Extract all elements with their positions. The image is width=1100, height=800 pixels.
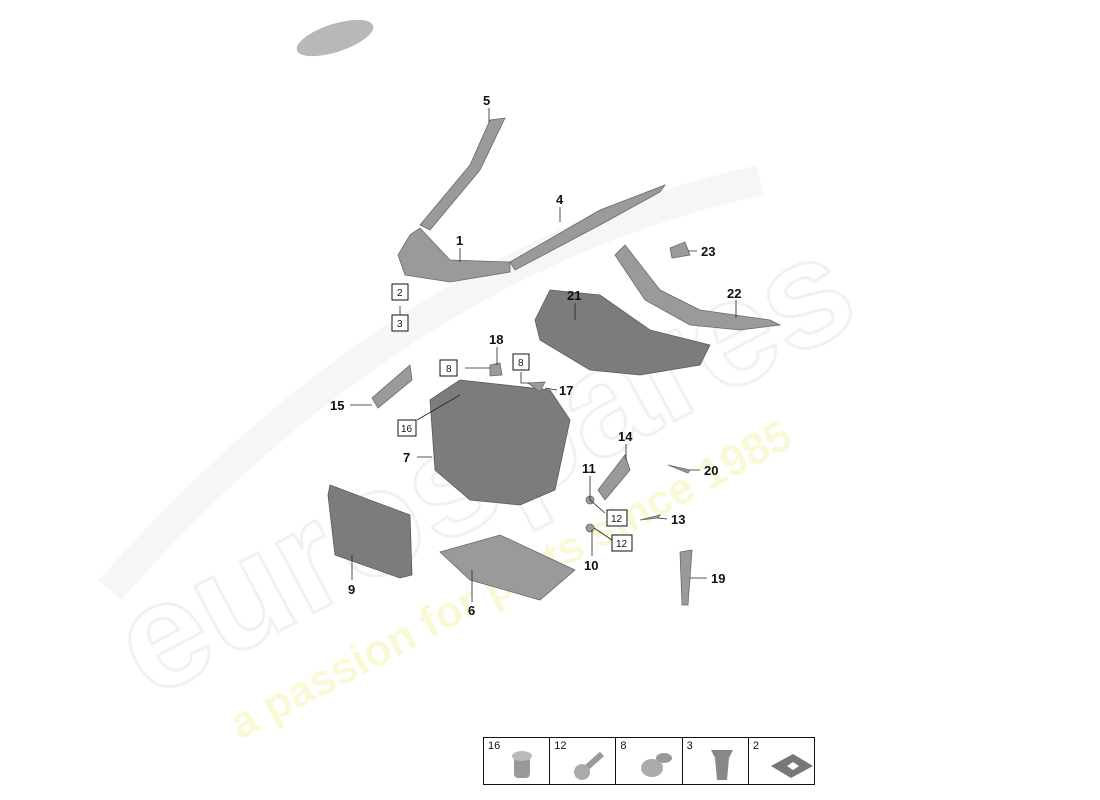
part-20 xyxy=(667,464,691,474)
part-23 xyxy=(669,241,691,259)
pad-icon xyxy=(770,754,813,778)
expanding-clip-icon xyxy=(710,750,733,780)
boxed-ref-16: 16 xyxy=(401,424,413,435)
callout-9: 9 xyxy=(348,582,355,597)
part-13 xyxy=(639,514,661,521)
callout-13: 13 xyxy=(671,512,685,527)
fastener-legend: 16 12 8 3 2 xyxy=(483,737,815,785)
callout-20: 20 xyxy=(704,463,718,478)
callout-19: 19 xyxy=(711,571,725,586)
boxed-refs: 2 3 8 8 16 12 12 xyxy=(391,283,633,552)
leader-lines xyxy=(350,108,737,602)
callout-21: 21 xyxy=(567,288,581,303)
callout-5: 5 xyxy=(483,93,490,108)
car-thumbnail xyxy=(296,19,374,57)
boxed-ref-8a: 8 xyxy=(446,364,452,375)
part-7 xyxy=(429,379,571,506)
callout-11: 11 xyxy=(582,461,596,476)
callout-15: 15 xyxy=(330,398,344,413)
boxed-ref-12a: 12 xyxy=(611,514,623,525)
part-14 xyxy=(597,454,631,501)
legend-ref: 12 xyxy=(554,740,567,752)
part-1 xyxy=(397,227,511,283)
legend-ref: 8 xyxy=(620,740,627,752)
part-19 xyxy=(679,549,693,606)
legend-item-8: 8 xyxy=(616,738,683,784)
legend-ref: 2 xyxy=(752,740,759,752)
callout-7: 7 xyxy=(403,450,410,465)
legend-item-12: 12 xyxy=(550,738,617,784)
part-17 xyxy=(526,381,546,393)
part-21 xyxy=(534,289,711,376)
screw-icon xyxy=(574,751,605,780)
part-6 xyxy=(439,534,576,601)
parts xyxy=(327,117,782,606)
callout-14: 14 xyxy=(618,429,633,444)
callout-22: 22 xyxy=(727,286,741,301)
boxed-ref-12b: 12 xyxy=(616,539,628,550)
legend-ref: 16 xyxy=(488,740,501,752)
boxed-ref-8b: 8 xyxy=(518,358,524,369)
part-4 xyxy=(509,184,667,271)
legend-item-2: 2 xyxy=(749,738,814,784)
part-22 xyxy=(614,244,782,331)
boxed-ref-2: 2 xyxy=(397,288,403,299)
part-9 xyxy=(327,484,413,579)
callouts: 5 4 1 21 23 22 18 17 15 7 14 11 20 13 10… xyxy=(330,93,741,618)
part-5 xyxy=(419,117,506,231)
callout-10: 10 xyxy=(584,558,598,573)
callout-18: 18 xyxy=(489,332,503,347)
callout-6: 6 xyxy=(468,603,475,618)
part-10 xyxy=(585,523,595,533)
callout-4: 4 xyxy=(556,192,564,207)
callout-1: 1 xyxy=(456,233,463,248)
clip-housing-icon xyxy=(512,751,532,778)
callout-23: 23 xyxy=(701,244,715,259)
legend-ref: 3 xyxy=(686,740,693,752)
boxed-ref-3: 3 xyxy=(397,319,403,330)
push-rivet-icon xyxy=(641,753,673,777)
legend-item-3: 3 xyxy=(683,738,749,784)
part-15 xyxy=(371,364,413,409)
legend-item-16: 16 xyxy=(484,738,551,784)
part-18 xyxy=(489,362,503,377)
callout-17: 17 xyxy=(559,383,573,398)
